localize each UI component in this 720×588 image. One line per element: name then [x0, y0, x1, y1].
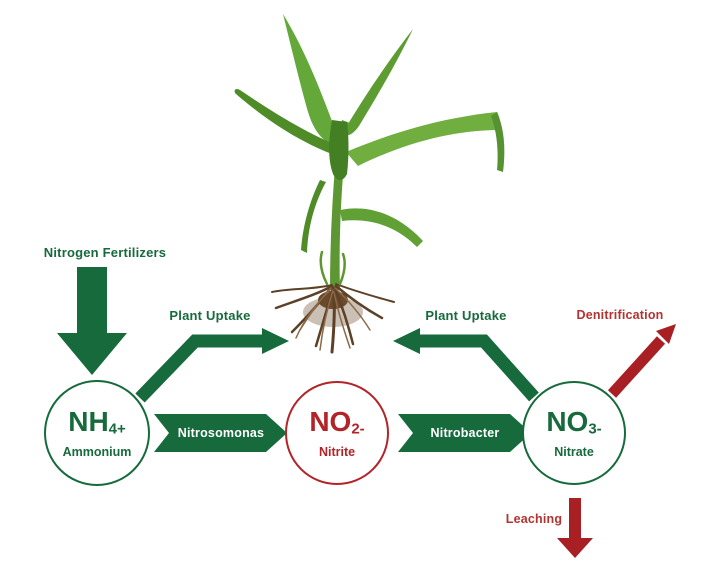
root-mass-illustration — [271, 250, 395, 354]
label-denitrification: Denitrification — [576, 308, 664, 322]
label-leaching: Leaching — [505, 512, 563, 526]
fertilizer-arrow — [57, 267, 127, 375]
label-plant-uptake-left: Plant Uptake — [169, 308, 251, 323]
leaching-arrow — [557, 498, 593, 558]
nitrosomonas-banner — [154, 414, 287, 452]
plant-uptake-arrow-right — [393, 328, 539, 402]
nitrite-formula: NO2- — [309, 405, 365, 438]
corn-plant-illustration — [234, 14, 505, 290]
node-ammonium: NH4+ Ammonium — [44, 380, 150, 486]
node-nitrite: NO2- Nitrite — [285, 381, 389, 485]
nitrate-name: Nitrate — [554, 445, 594, 460]
label-plant-uptake-right: Plant Uptake — [425, 308, 507, 323]
nitrosomonas-banner-label: Nitrosomonas — [177, 426, 265, 440]
ammonium-formula: NH4+ — [68, 405, 126, 438]
node-nitrate: NO3- Nitrate — [522, 381, 626, 485]
nitrobacter-banner-label: Nitrobacter — [430, 426, 500, 440]
nitrobacter-banner — [398, 414, 531, 452]
label-nitrogen-fertilizers: Nitrogen Fertilizers — [43, 245, 167, 260]
nitrite-name: Nitrite — [318, 445, 356, 460]
denitrification-arrow — [607, 324, 676, 398]
nitrate-formula: NO3- — [546, 405, 602, 438]
plant-uptake-arrow-left — [135, 328, 289, 403]
ammonium-name: Ammonium — [62, 445, 132, 460]
